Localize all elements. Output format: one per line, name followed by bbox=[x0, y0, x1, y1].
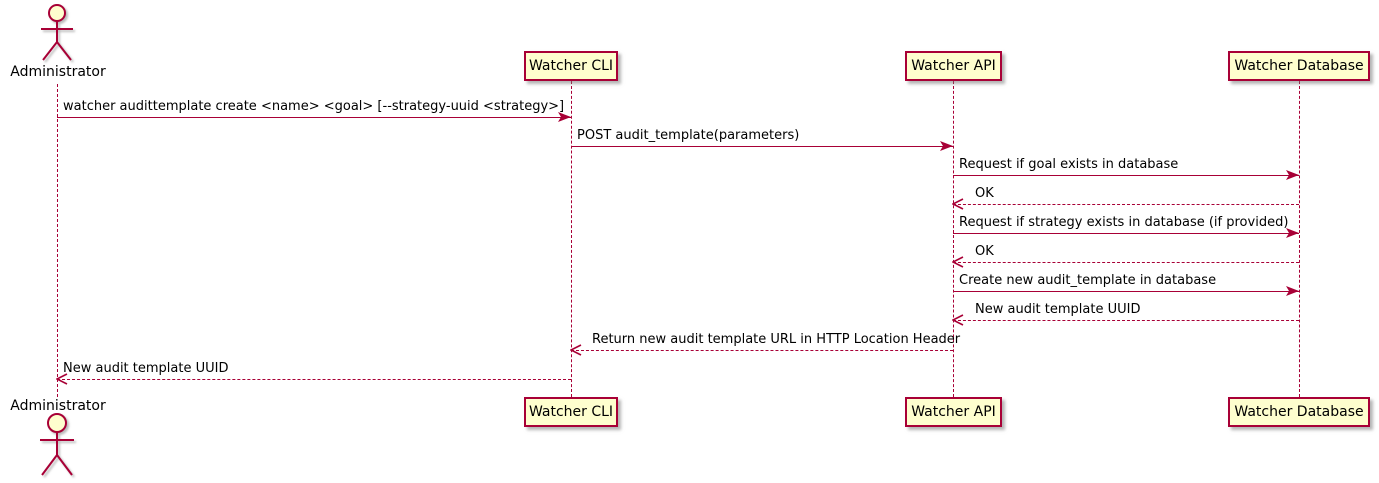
arrowhead-right-icon bbox=[1286, 286, 1299, 296]
participant-watcher-api-top: Watcher API bbox=[905, 51, 1002, 81]
arrowhead-right-icon bbox=[1286, 170, 1299, 180]
participant-label: Watcher Database bbox=[1234, 58, 1364, 74]
arrowhead-left-icon bbox=[570, 344, 582, 356]
arrowhead-left-icon bbox=[952, 256, 964, 268]
message-label: New audit template UUID bbox=[975, 302, 1141, 317]
arrowhead-right-icon bbox=[1286, 228, 1299, 238]
message-return-line bbox=[953, 204, 1299, 205]
lifeline-watcher-cli bbox=[571, 81, 572, 397]
participant-watcher-database-top: Watcher Database bbox=[1228, 51, 1370, 81]
participant-watcher-cli-top: Watcher CLI bbox=[524, 51, 618, 81]
message-return-line bbox=[571, 350, 953, 351]
message-return-line bbox=[953, 262, 1299, 263]
message-arrow-line bbox=[571, 146, 953, 147]
participant-watcher-api-bottom: Watcher API bbox=[905, 397, 1002, 427]
arrowhead-left-icon bbox=[952, 198, 964, 210]
message-arrow-line bbox=[57, 117, 571, 118]
lifeline-watcher-database bbox=[1299, 81, 1300, 397]
actor-icon-bottom bbox=[40, 413, 74, 476]
message-label: OK bbox=[975, 244, 994, 259]
message-arrow-line bbox=[953, 291, 1299, 292]
participant-watcher-database-bottom: Watcher Database bbox=[1228, 397, 1370, 427]
message-return-line bbox=[57, 379, 571, 380]
arrowhead-left-icon bbox=[952, 314, 964, 326]
message-label: Create new audit_template in database bbox=[959, 273, 1217, 288]
message-label: watcher audittemplate create <name> <goa… bbox=[63, 99, 565, 114]
participant-label: Watcher CLI bbox=[528, 404, 614, 420]
actor-label: Administrator bbox=[10, 64, 106, 80]
arrowhead-left-icon bbox=[56, 373, 68, 385]
participant-label: Watcher API bbox=[911, 58, 996, 74]
message-label: New audit template UUID bbox=[63, 361, 229, 376]
message-label: Request if strategy exists in database (… bbox=[959, 215, 1289, 230]
message-arrow-line bbox=[953, 233, 1299, 234]
message-return-line bbox=[953, 320, 1299, 321]
message-arrow-line bbox=[953, 175, 1299, 176]
arrowhead-right-icon bbox=[558, 112, 571, 122]
participant-label: Watcher Database bbox=[1234, 404, 1364, 420]
participant-label: Watcher CLI bbox=[528, 58, 614, 74]
arrowhead-right-icon bbox=[940, 141, 953, 151]
lifeline-administrator bbox=[57, 84, 58, 397]
message-label: POST audit_template(parameters) bbox=[577, 128, 800, 143]
message-label: Request if goal exists in database bbox=[959, 157, 1179, 172]
participant-watcher-cli-bottom: Watcher CLI bbox=[524, 397, 618, 427]
actor-label-bottom: Administrator bbox=[10, 398, 106, 414]
message-label: OK bbox=[975, 186, 994, 201]
participant-label: Watcher API bbox=[911, 404, 996, 420]
lifeline-watcher-api bbox=[953, 81, 954, 397]
message-label: Return new audit template URL in HTTP Lo… bbox=[592, 332, 961, 347]
actor-icon bbox=[41, 4, 73, 61]
